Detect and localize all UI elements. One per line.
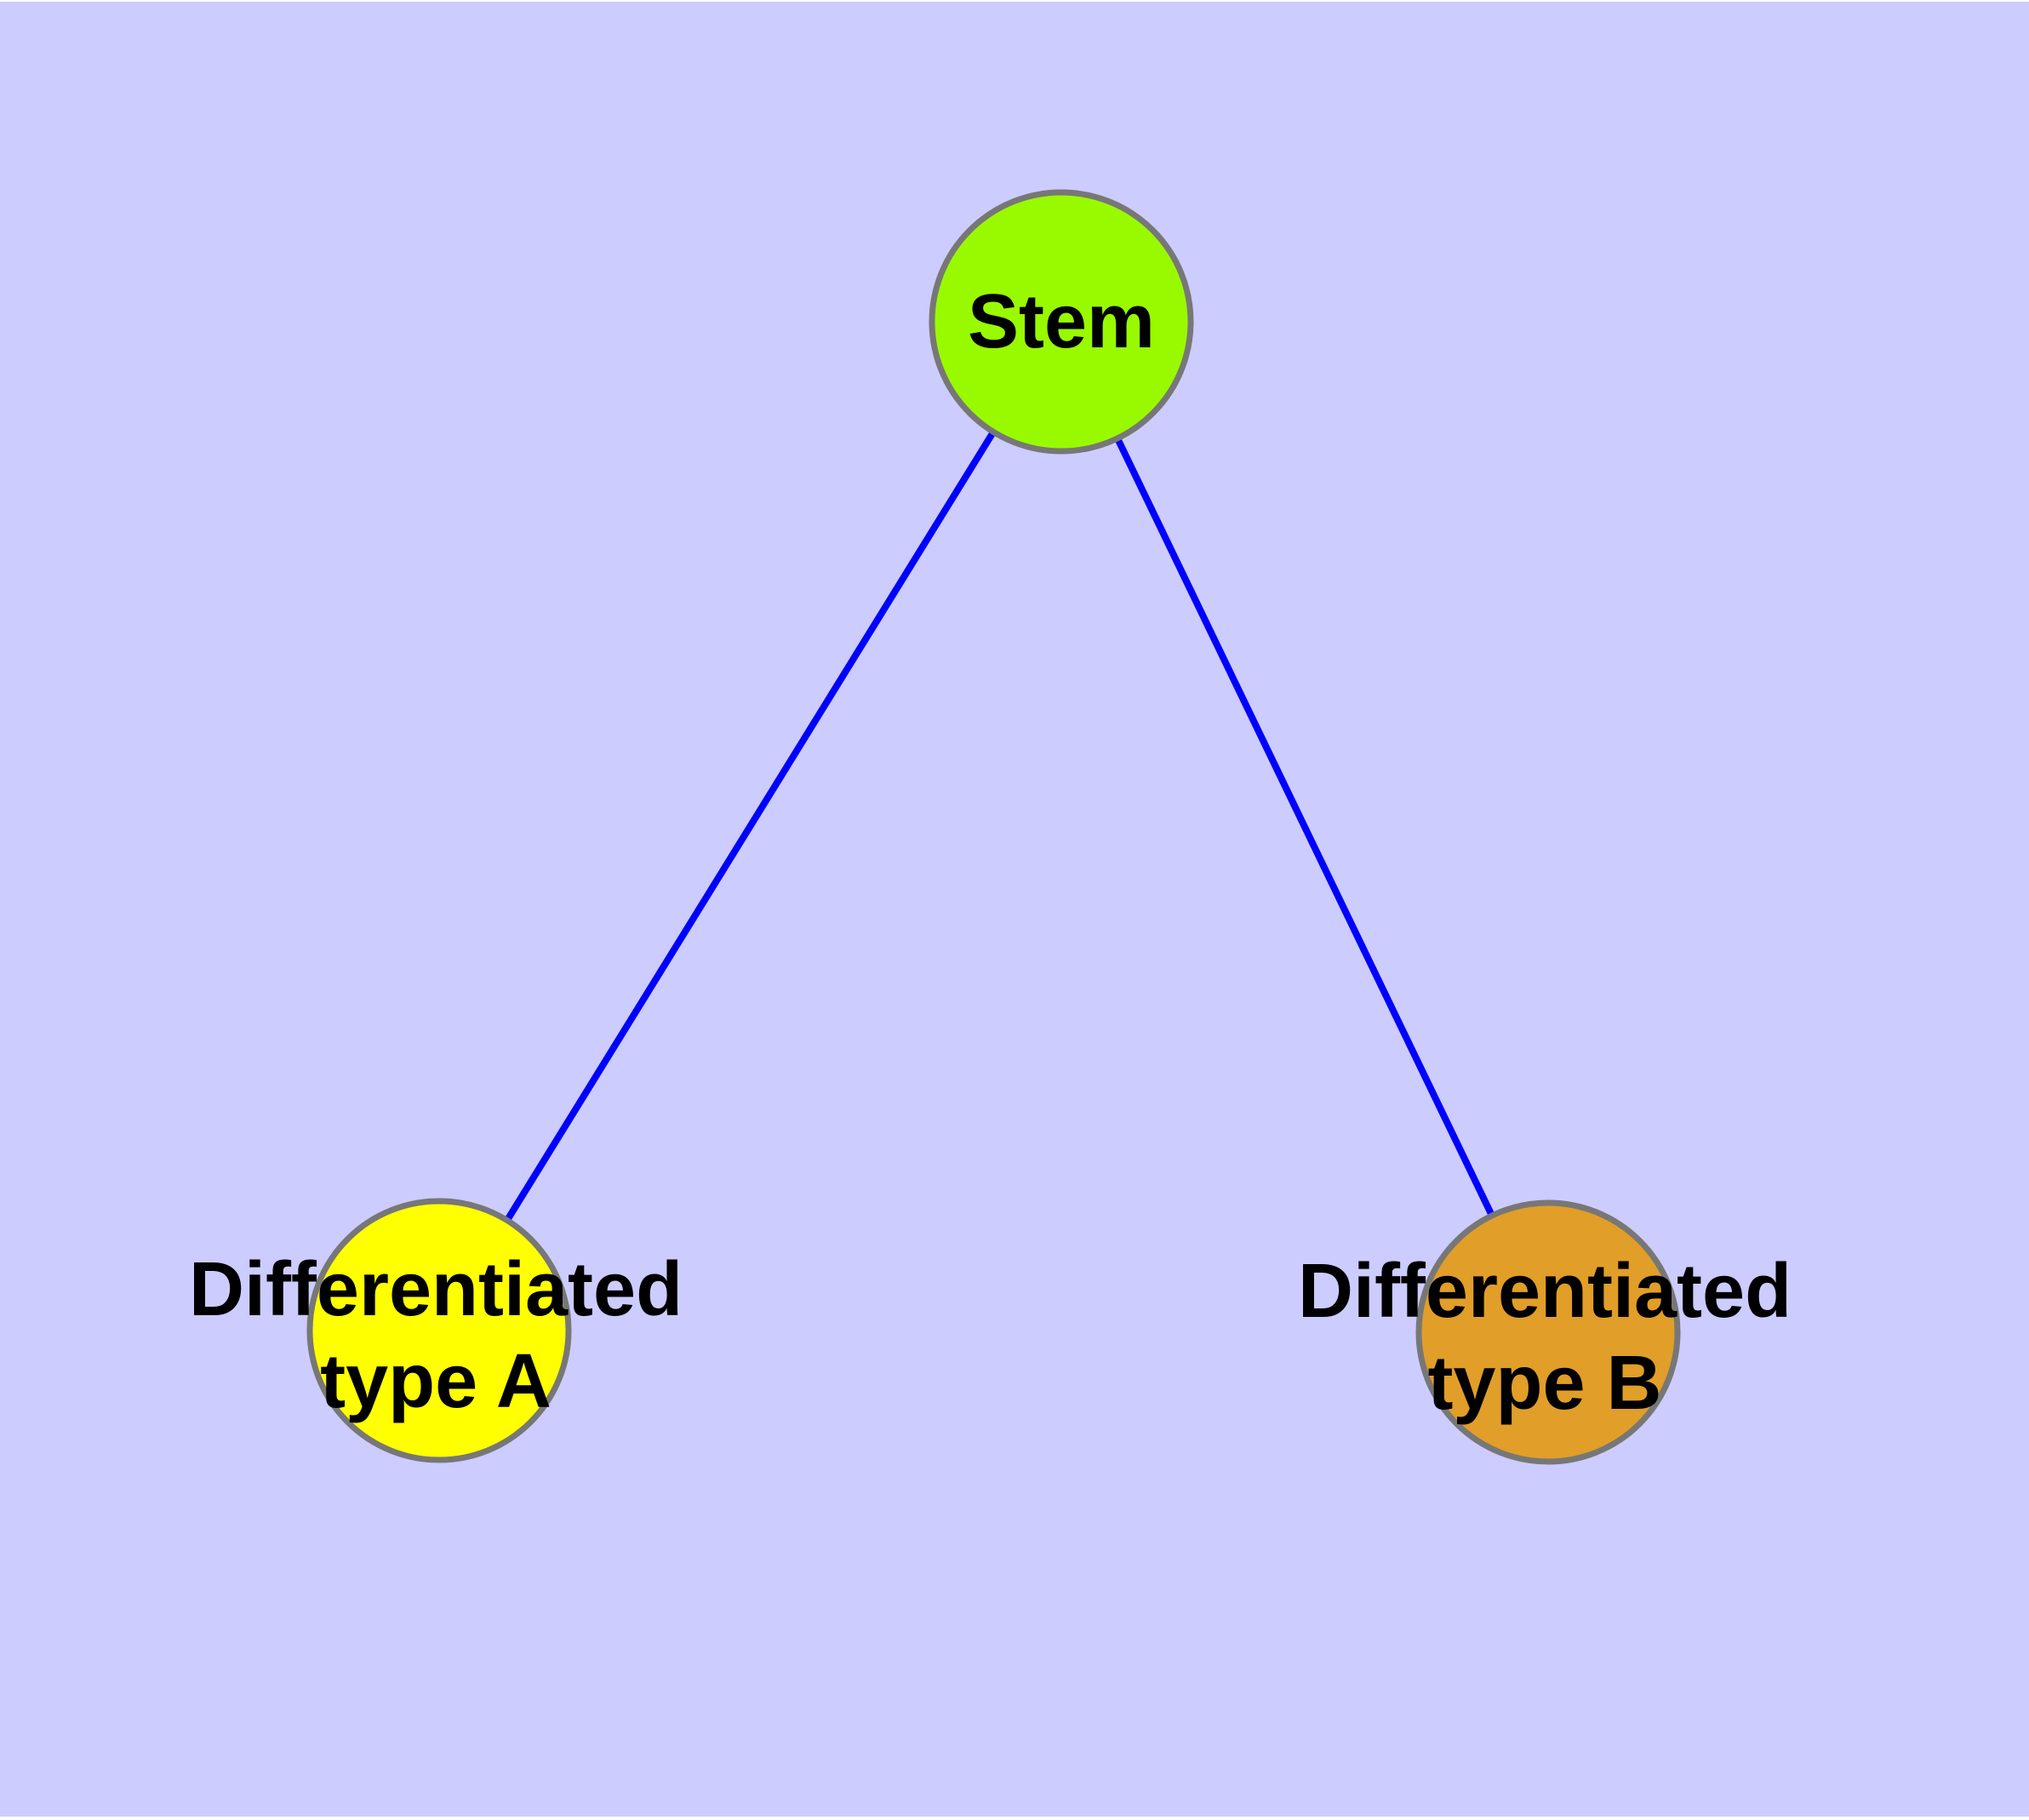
node-stem xyxy=(929,189,1194,455)
node-differentiated-type-a xyxy=(306,1198,572,1463)
edge-stem-to-typeA xyxy=(436,319,1065,1333)
node-differentiated-type-a-label: Differentiated type A xyxy=(188,1247,683,1424)
node-stem-label: Stem xyxy=(967,279,1156,364)
edge-stem-to-typeB xyxy=(1058,320,1552,1334)
node-differentiated-type-b-label: Differentiated type B xyxy=(1297,1249,1792,1426)
node-differentiated-type-b xyxy=(1415,1199,1681,1465)
